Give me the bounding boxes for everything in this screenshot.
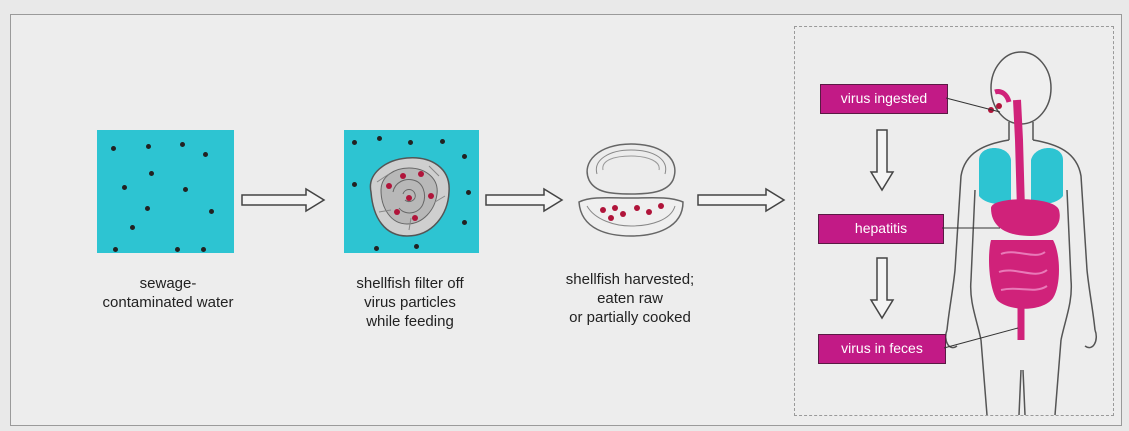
down-arrow-icon (869, 128, 895, 192)
down-arrow-icon (869, 256, 895, 320)
